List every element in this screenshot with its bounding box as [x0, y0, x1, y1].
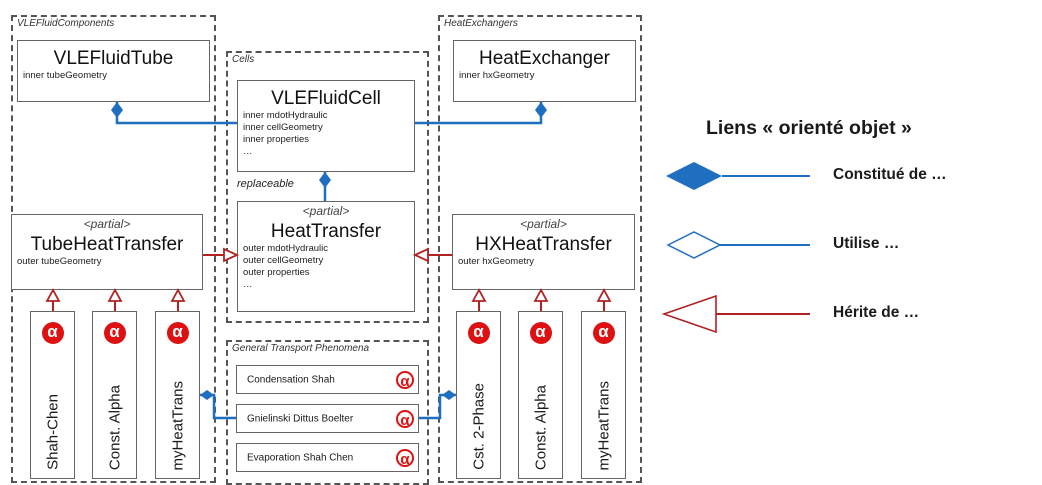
class-name: VLEFluidTube [53, 48, 174, 69]
class-name: VLEFluidCell [271, 88, 381, 109]
class-attributes: inner tubeGeometry [18, 70, 209, 82]
correlation-label: Condensation Shah [247, 374, 335, 385]
package-cells: Cells [226, 51, 429, 323]
correlation-evaporation-shah-chen: Evaporation Shah Chen α [236, 443, 419, 472]
model-cst-2-phase: α Cst. 2-Phase [456, 311, 501, 479]
package-title: HeatExchangers [444, 18, 518, 29]
model-my-heat-trans-hx: α myHeatTrans [581, 311, 626, 479]
class-attributes: inner hxGeometry [454, 70, 635, 82]
class-heat-exchanger: HeatExchanger inner hxGeometry [453, 40, 636, 102]
correlation-gnielinski: Gnielinski Dittus Boelter α [236, 404, 419, 433]
model-label: Shah-Chen [44, 394, 61, 470]
model-label: myHeatTrans [169, 380, 186, 470]
class-vle-fluid-tube: VLEFluidTube inner tubeGeometry [17, 40, 210, 102]
alpha-icon: α [529, 322, 552, 344]
class-hx-heat-transfer: <partial> HXHeatTransfer outer hxGeometr… [452, 214, 635, 290]
model-label: Const. Alpha [106, 384, 123, 470]
legend-inheritance-label: Hérite de … [833, 304, 920, 321]
attribute: inner mdotHydraulic [243, 110, 328, 121]
class-tube-heat-transfer: <partial> TubeHeatTransfer outer tubeGeo… [11, 214, 203, 290]
class-stereotype: <partial> [520, 217, 567, 231]
package-title: VLEFluidComponents [17, 18, 115, 29]
alpha-icon: α [166, 322, 189, 344]
class-name: HXHeatTransfer [475, 234, 612, 255]
attribute: outer cellGeometry [243, 255, 324, 266]
model-shah-chen: α Shah-Chen [30, 311, 75, 479]
inheritance-legend-icon [661, 294, 717, 334]
attribute: inner properties [243, 134, 310, 145]
alpha-icon: α [396, 409, 414, 429]
class-heat-transfer: <partial> HeatTransfer outer mdotHydraul… [237, 201, 415, 312]
class-attributes: inner mdotHydraulic inner cellGeometry i… [238, 110, 414, 158]
package-title: General Transport Phenomena [232, 343, 370, 354]
model-const-alpha: α Const. Alpha [92, 311, 137, 479]
attribute: outer properties [243, 267, 310, 278]
attribute: inner cellGeometry [243, 122, 323, 133]
class-name: HeatTransfer [270, 221, 382, 242]
class-stereotype: <partial> [302, 204, 350, 218]
attribute: inner hxGeometry [459, 70, 535, 81]
alpha-icon: α [396, 370, 414, 390]
correlation-label: Evaporation Shah Chen [247, 452, 354, 463]
model-label: Cst. 2-Phase [470, 383, 487, 470]
correlation-label: Gnielinski Dittus Boelter [247, 413, 354, 424]
attribute: … [243, 279, 253, 290]
model-my-heat-trans: α myHeatTrans [155, 311, 200, 479]
model-label: myHeatTrans [595, 380, 612, 470]
aggregation-legend-icon [666, 231, 722, 259]
alpha-icon: α [396, 448, 414, 468]
attribute: inner tubeGeometry [23, 70, 107, 81]
alpha-icon: α [467, 322, 490, 344]
attribute: outer hxGeometry [458, 256, 535, 267]
correlation-condensation-shah: Condensation Shah α [236, 365, 419, 394]
alpha-icon: α [103, 322, 126, 344]
class-attributes: outer tubeGeometry [12, 256, 202, 268]
attribute: outer tubeGeometry [17, 256, 102, 267]
legend-aggregation-label: Utilise … [833, 235, 900, 252]
class-attributes: outer mdotHydraulic outer cellGeometry o… [238, 243, 414, 291]
model-label: Const. Alpha [532, 384, 549, 470]
alpha-icon: α [592, 322, 615, 344]
class-name: HeatExchanger [479, 48, 610, 69]
alpha-icon: α [41, 322, 64, 344]
legend-title: Liens « orienté objet » [706, 117, 912, 139]
class-stereotype: <partial> [83, 217, 131, 231]
class-name: TubeHeatTransfer [30, 234, 184, 255]
attribute: … [243, 146, 253, 157]
class-vle-fluid-cell: VLEFluidCell inner mdotHydraulic inner c… [237, 80, 415, 172]
legend-composition-label: Constitué de … [833, 166, 947, 183]
package-title: Cells [232, 54, 255, 65]
replaceable-label: replaceable [237, 178, 294, 190]
model-const-alpha-hx: α Const. Alpha [518, 311, 563, 479]
composition-legend-icon [666, 162, 722, 190]
attribute: outer mdotHydraulic [243, 243, 329, 254]
class-attributes: outer hxGeometry [453, 256, 634, 268]
